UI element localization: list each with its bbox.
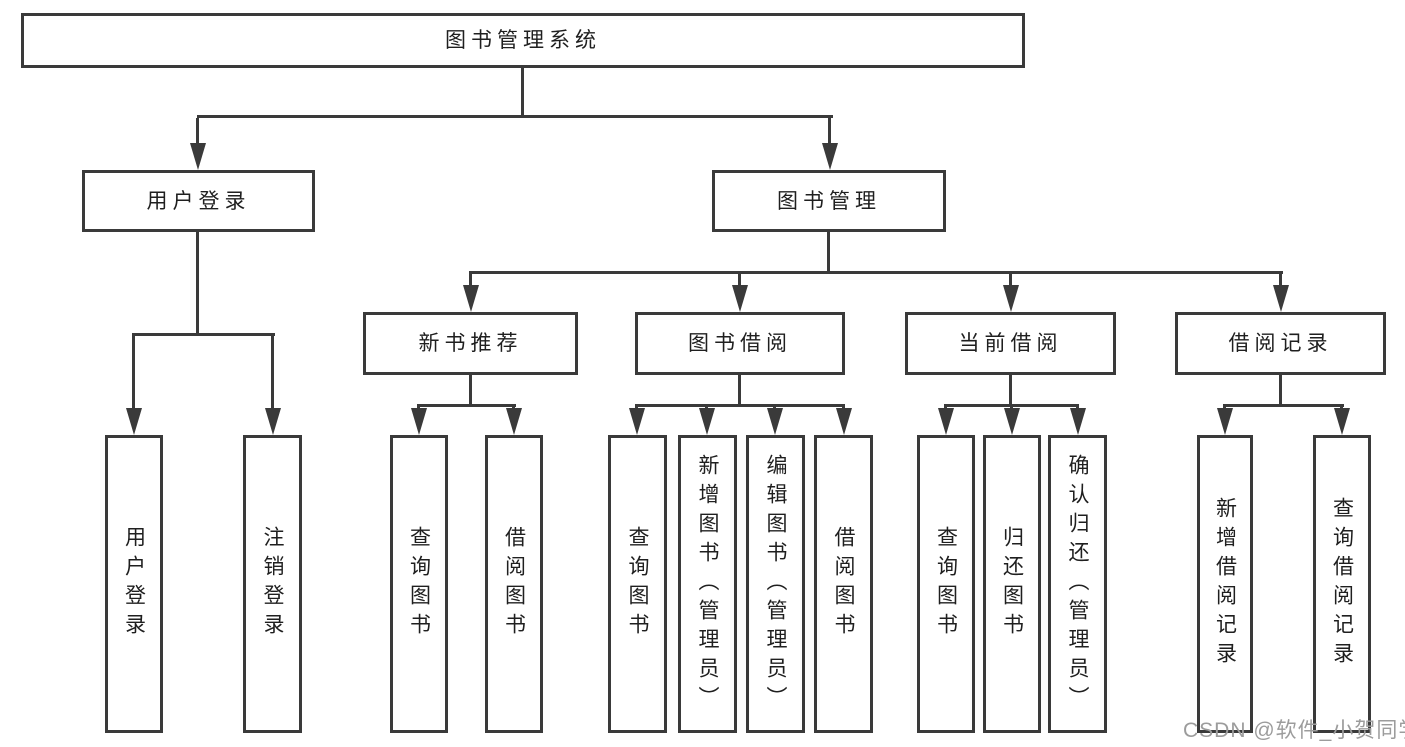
leaf-cb-query-books: 查询图书 <box>917 435 975 733</box>
connector-new-book-rec-stem <box>469 375 472 407</box>
node-book-mgmt: 图书管理 <box>712 170 946 232</box>
connector-book-mgmt-stem <box>827 232 830 274</box>
arrow-down-icon <box>836 408 852 435</box>
leaf-bb-borrow-books: 借阅图书 <box>814 435 873 733</box>
leaf-label: 注销登录 <box>261 526 284 642</box>
connector-root-rail <box>197 115 833 118</box>
leaf-label: 用户登录 <box>122 526 146 642</box>
leaf-nbr-query-books: 查询图书 <box>390 435 448 733</box>
leaf-cb-confirm-return-admin: 确认归还（管理员） <box>1048 435 1107 733</box>
connector-root-stem <box>521 68 524 118</box>
connector-borrow-records-rail <box>1223 404 1344 407</box>
arrow-down-icon <box>822 143 838 170</box>
connector-current-borrow-drop <box>1009 274 1012 288</box>
connector-book-borrow-rail <box>635 404 845 407</box>
leaf-label: 新增借阅记录 <box>1213 497 1237 671</box>
leaf-user-login: 用户登录 <box>105 435 163 733</box>
connector-login-drop <box>132 333 135 411</box>
connector-borrow-records-stem <box>1279 375 1282 407</box>
connector-current-borrow-stem <box>1009 375 1012 407</box>
connector-book-borrow-drop <box>738 274 741 288</box>
arrow-down-icon <box>938 408 954 435</box>
connector-borrow-records-drop <box>1279 274 1282 288</box>
arrow-down-icon <box>126 408 142 435</box>
node-borrow-records-label: 借阅记录 <box>1228 332 1333 355</box>
arrow-down-icon <box>1004 408 1020 435</box>
leaf-label: 借阅图书 <box>832 526 855 642</box>
arrow-down-icon <box>629 408 645 435</box>
leaf-br-query-record: 查询借阅记录 <box>1313 435 1371 733</box>
leaf-br-add-record: 新增借阅记录 <box>1197 435 1253 733</box>
node-book-borrow: 图书借阅 <box>635 312 845 375</box>
connector-book-mgmt-rail <box>469 271 1283 274</box>
arrow-down-icon <box>699 408 715 435</box>
node-current-borrow: 当前借阅 <box>905 312 1116 375</box>
leaf-label: 查询借阅记录 <box>1330 497 1354 671</box>
arrow-down-icon <box>767 408 783 435</box>
connector-new-book-rec-rail <box>417 404 516 407</box>
leaf-label: 新增图书（管理员） <box>696 453 719 715</box>
leaf-label: 确认归还（管理员） <box>1066 453 1089 715</box>
node-book-borrow-label: 图书借阅 <box>688 332 792 355</box>
leaf-bb-edit-books-admin: 编辑图书（管理员） <box>746 435 805 733</box>
node-new-book-rec-label: 新书推荐 <box>418 332 523 355</box>
csdn-watermark: CSDN @软件_小贺同学 <box>1183 719 1405 742</box>
arrow-down-icon <box>1217 408 1233 435</box>
leaf-label: 归还图书 <box>1000 526 1024 642</box>
leaf-label: 借阅图书 <box>502 526 526 642</box>
leaf-label: 查询图书 <box>934 526 958 642</box>
arrow-down-icon <box>732 285 748 312</box>
connector-logout-drop <box>271 333 274 411</box>
leaf-label: 编辑图书（管理员） <box>764 453 787 715</box>
arrow-down-icon <box>190 143 206 170</box>
node-book-mgmt-label: 图书管理 <box>777 189 881 213</box>
leaf-label: 查询图书 <box>407 526 431 642</box>
arrow-down-icon <box>463 285 479 312</box>
arrow-down-icon <box>506 408 522 435</box>
node-new-book-rec: 新书推荐 <box>363 312 578 375</box>
leaf-logout: 注销登录 <box>243 435 302 733</box>
connector-new-book-rec-drop <box>469 274 472 288</box>
arrow-down-icon <box>1003 285 1019 312</box>
node-root: 图书管理系统 <box>21 13 1025 68</box>
connector-book-borrow-stem <box>738 375 741 407</box>
leaf-cb-return-books: 归还图书 <box>983 435 1041 733</box>
node-user-login: 用户登录 <box>82 170 315 232</box>
node-user-login-label: 用户登录 <box>146 189 251 213</box>
node-borrow-records: 借阅记录 <box>1175 312 1386 375</box>
leaf-label: 查询图书 <box>626 526 649 642</box>
leaf-nbr-borrow-books: 借阅图书 <box>485 435 543 733</box>
arrow-down-icon <box>1273 285 1289 312</box>
connector-user-login-drop <box>196 118 199 148</box>
arrow-down-icon <box>1334 408 1350 435</box>
leaf-bb-query-books: 查询图书 <box>608 435 667 733</box>
node-current-borrow-label: 当前借阅 <box>958 332 1063 355</box>
connector-user-login-rail <box>132 333 275 336</box>
leaf-bb-add-books-admin: 新增图书（管理员） <box>678 435 737 733</box>
arrow-down-icon <box>265 408 281 435</box>
node-root-label: 图书管理系统 <box>445 29 601 52</box>
arrow-down-icon <box>411 408 427 435</box>
connector-user-login-stem <box>196 232 199 336</box>
arrow-down-icon <box>1070 408 1086 435</box>
connector-book-mgmt-drop <box>828 118 831 148</box>
